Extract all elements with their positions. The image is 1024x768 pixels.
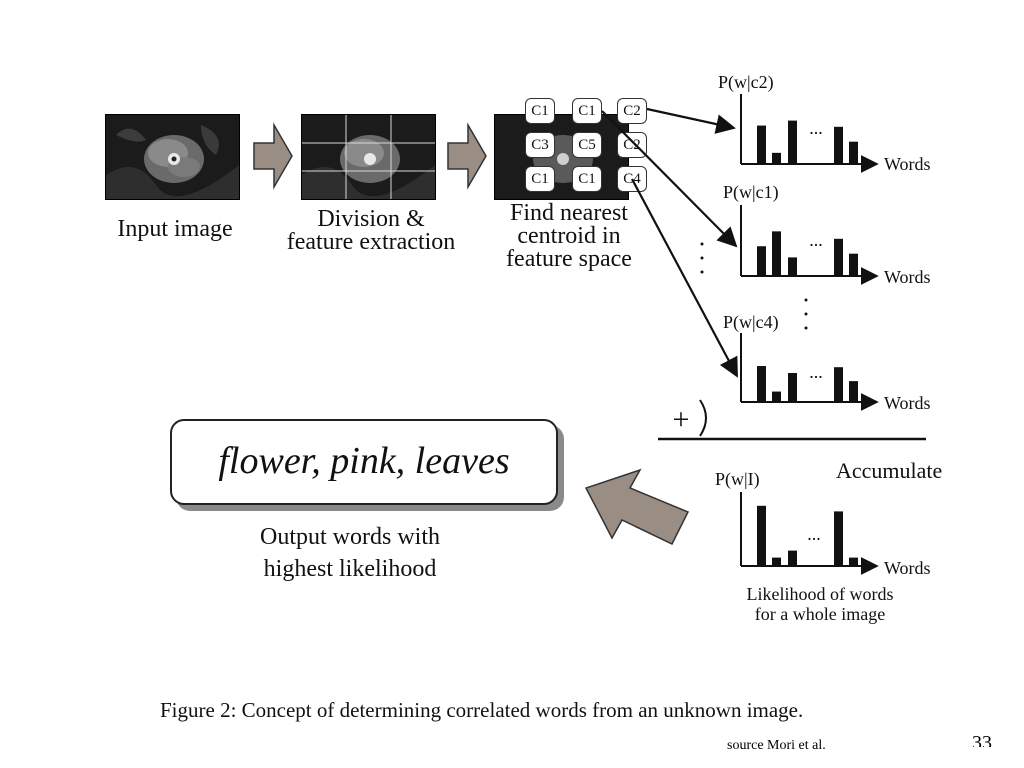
input-image (105, 114, 240, 200)
centroid-chip: C1 (525, 166, 555, 192)
division-label-line2: feature extraction (286, 229, 456, 255)
centroid-chip: C2 (617, 132, 647, 158)
histogram-bar (772, 557, 781, 566)
histogram-ellipsis-c4: ... (809, 362, 823, 382)
histogram-c2 (740, 94, 879, 173)
centroid-chip: C1 (572, 98, 602, 124)
likelihood-caption-line1: Likelihood of words (746, 584, 894, 604)
output-words-box: flower, pink, leaves (170, 419, 558, 505)
nearest-label-line1: Find nearest (510, 200, 628, 226)
likelihood-title: P(w|I) (715, 469, 760, 489)
histogram-bar (834, 511, 843, 566)
histogram-bar (788, 373, 797, 402)
histogram-bar (757, 366, 766, 402)
histogram-bar (757, 125, 766, 164)
output-words: flower, pink, leaves (218, 440, 510, 482)
histogram-bar (849, 381, 858, 402)
histogram-ellipsis-c2: ... (809, 118, 823, 138)
histogram-bar (757, 246, 766, 276)
histogram-bar (834, 238, 843, 276)
output-caption: Output words with highest likelihood (220, 521, 480, 585)
histogram-axis-c1: Words (884, 267, 931, 287)
likelihood-caption: Likelihood of words for a whole image (700, 584, 940, 624)
accumulate-label: Accumulate (836, 458, 943, 483)
histogram-bar (834, 126, 843, 164)
division-label-line1: Division & (317, 206, 425, 232)
accumulate-bracket (699, 399, 707, 437)
output-caption-line2: highest likelihood (263, 556, 437, 582)
histogram-bar (849, 141, 858, 164)
histogram-bar (788, 550, 797, 566)
histogram-bar (772, 231, 781, 276)
source-credit: source Mori et al. (727, 738, 826, 753)
likelihood-axis: Words (884, 558, 931, 578)
histogram-bar (772, 391, 781, 402)
histogram-likelihood (740, 492, 879, 575)
histogram-bar (788, 257, 797, 276)
output-caption-line1: Output words with (260, 524, 440, 550)
histogram-ellipsis-c1: ... (809, 230, 823, 250)
flower-photo (106, 115, 239, 199)
histogram-title-c2: P(w|c2) (718, 72, 774, 92)
centroid-chip: C1 (572, 166, 602, 192)
centroid-chip: C2 (617, 98, 647, 124)
histogram-bar (834, 367, 843, 402)
block-arrow-1 (253, 122, 293, 190)
nearest-centroid-label: Find nearest centroid in feature space (480, 200, 658, 272)
histogram-bar (772, 152, 781, 164)
page-number: 33 (972, 733, 992, 747)
histogram-bar (788, 120, 797, 164)
histogram-bar (849, 253, 858, 276)
flower-photo-grid (302, 115, 435, 199)
accumulate-plus: + (672, 403, 690, 436)
nearest-label-line3: feature space (506, 246, 632, 272)
connector-arrow-c2 (646, 107, 736, 134)
histogram-c1 (740, 205, 879, 285)
histogram-axis-c2: Words (884, 154, 931, 174)
centroid-chip: C3 (525, 132, 555, 158)
histogram-c4 (740, 333, 879, 411)
histogram-title-c4: P(w|c4) (723, 312, 779, 332)
divided-image (301, 114, 436, 200)
likelihood-ellipsis: ... (807, 524, 821, 544)
centroid-chip: C5 (572, 132, 602, 158)
input-image-label: Input image (117, 216, 233, 242)
figure-caption: Figure 2: Concept of determining correla… (160, 698, 804, 722)
centroid-chip: C1 (525, 98, 555, 124)
connector-arrow-c1 (601, 110, 738, 248)
vertical-dots-left (700, 242, 704, 274)
histogram-bar (757, 505, 766, 566)
vertical-dots-right (804, 298, 808, 330)
connector-arrow-c4 (631, 178, 738, 378)
block-arrow-2 (447, 122, 487, 190)
histogram-bar (849, 557, 858, 566)
likelihood-caption-line2: for a whole image (754, 604, 886, 624)
nearest-label-line2: centroid in (517, 223, 621, 249)
histogram-axis-c4: Words (884, 393, 931, 413)
division-label: Division & feature extraction (262, 206, 480, 255)
histogram-title-c1: P(w|c1) (723, 182, 779, 202)
output-arrow (584, 468, 690, 545)
